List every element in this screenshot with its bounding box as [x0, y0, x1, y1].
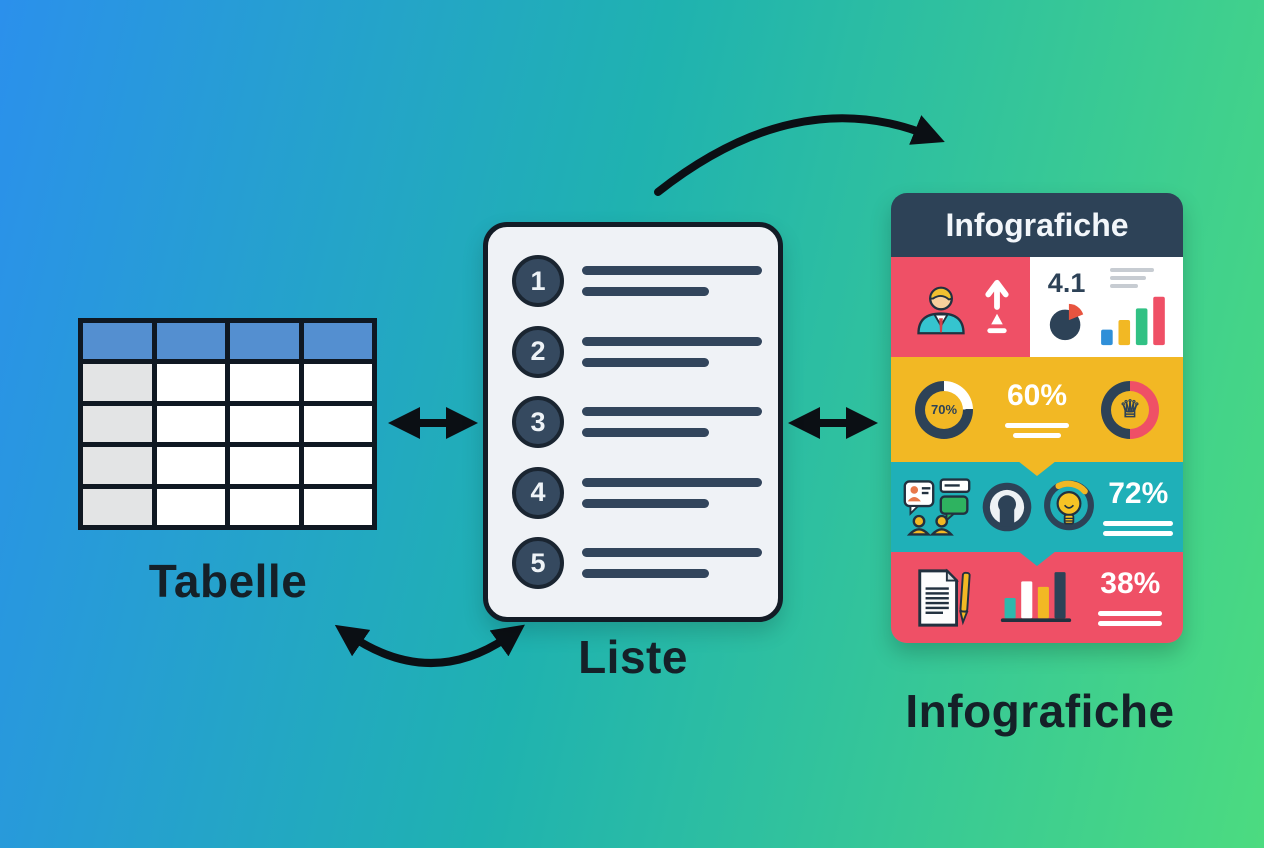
table-cell [303, 488, 372, 525]
stat-line [1103, 530, 1174, 536]
yellow-notch [1018, 461, 1056, 476]
list-card: 1 2 3 4 5 [483, 222, 783, 622]
table-header-cell [230, 323, 299, 360]
table-cell [230, 447, 299, 484]
table-cell [156, 405, 225, 443]
crown-donut-icon: ♕ [1101, 380, 1159, 439]
table-graphic [78, 318, 377, 530]
rating-value: 4.1 [1047, 268, 1086, 298]
headline-stat: 60% [1005, 381, 1069, 438]
donut-chart-icon: 70% [915, 380, 973, 439]
donut-percent-value: 70% [925, 390, 963, 429]
list-item: 3 [512, 396, 762, 448]
list-number-badge: 1 [512, 255, 564, 307]
conversation-icon [903, 478, 971, 536]
list-number-badge: 3 [512, 396, 564, 448]
table-cell [156, 364, 225, 401]
table-cell [303, 447, 372, 484]
mini-bar-chart-icon [1100, 296, 1165, 345]
infographic-row-2: 70% 60% ♕ [891, 357, 1183, 476]
infographic-row-1: 4.1 [891, 257, 1183, 357]
stat-line [1098, 611, 1163, 616]
pie-chart-icon [1049, 303, 1083, 341]
ideas-stat: 72% [1103, 476, 1174, 536]
stat-line [1013, 433, 1061, 438]
report-percent-value: 38% [1100, 567, 1161, 600]
infografiche-label: Infografiche [905, 685, 1175, 737]
list-item: 2 [512, 325, 762, 378]
tabelle-liste-curved-arrow [334, 624, 525, 667]
spotlight-icon [982, 482, 1032, 532]
infographic-person-tile [891, 257, 1031, 357]
table-rowhead-cell [83, 488, 152, 525]
liste-label: Liste [578, 631, 688, 683]
list-item-lines [582, 477, 762, 508]
list-item-lines [582, 548, 762, 578]
businessman-icon [916, 286, 965, 335]
document-pen-icon [917, 568, 971, 627]
list-number-badge: 4 [512, 466, 564, 519]
tabelle-label: Tabelle [148, 555, 308, 607]
teal-notch [1018, 551, 1056, 566]
infographic-row-3: 72% [891, 462, 1183, 566]
list-number-badge: 2 [512, 325, 564, 378]
list-item: 1 [512, 255, 762, 307]
table-rowhead-cell [83, 447, 152, 484]
report-stat: 38% [1098, 567, 1163, 626]
report-bars-icon [1000, 571, 1072, 622]
table-cell [303, 405, 372, 443]
table-rowhead-cell [83, 405, 152, 443]
list-item-lines [582, 266, 762, 296]
list-to-infographic-curved-arrow [654, 114, 945, 196]
table-cell [303, 364, 372, 401]
stat-line [1103, 520, 1174, 526]
list-item-lines [582, 407, 762, 437]
table-rowhead-cell [83, 364, 152, 401]
table-cell [230, 405, 299, 443]
table-cell [156, 447, 225, 484]
infographic-card: Infografiche 4.1 [891, 193, 1183, 643]
lightbulb-icon [1043, 480, 1094, 531]
stat-line [1005, 423, 1069, 428]
stat-line [1098, 621, 1163, 626]
table-header-cell [83, 323, 152, 360]
placeholder-text-lines [1109, 267, 1154, 288]
table-header-cell [303, 323, 372, 360]
chart-column [1096, 267, 1168, 347]
table-cell [230, 364, 299, 401]
list-number-badge: 5 [512, 537, 564, 589]
list-item: 4 [512, 466, 762, 519]
table-cell [230, 488, 299, 525]
table-header-cell [156, 323, 225, 360]
list-item-lines [582, 336, 762, 367]
infographic-row-4: 38% [891, 552, 1183, 643]
table-cell [156, 488, 225, 525]
headline-percent-value: 60% [1006, 379, 1068, 412]
crown-icon: ♕ [1111, 390, 1149, 429]
list-item: 5 [512, 537, 762, 589]
rating-column: 4.1 [1046, 270, 1088, 344]
ideas-percent-value: 72% [1108, 476, 1169, 510]
infographic-rating-tile: 4.1 [1030, 257, 1183, 357]
infographic-title: Infografiche [891, 193, 1183, 257]
growth-arrow-icon [984, 279, 1009, 334]
